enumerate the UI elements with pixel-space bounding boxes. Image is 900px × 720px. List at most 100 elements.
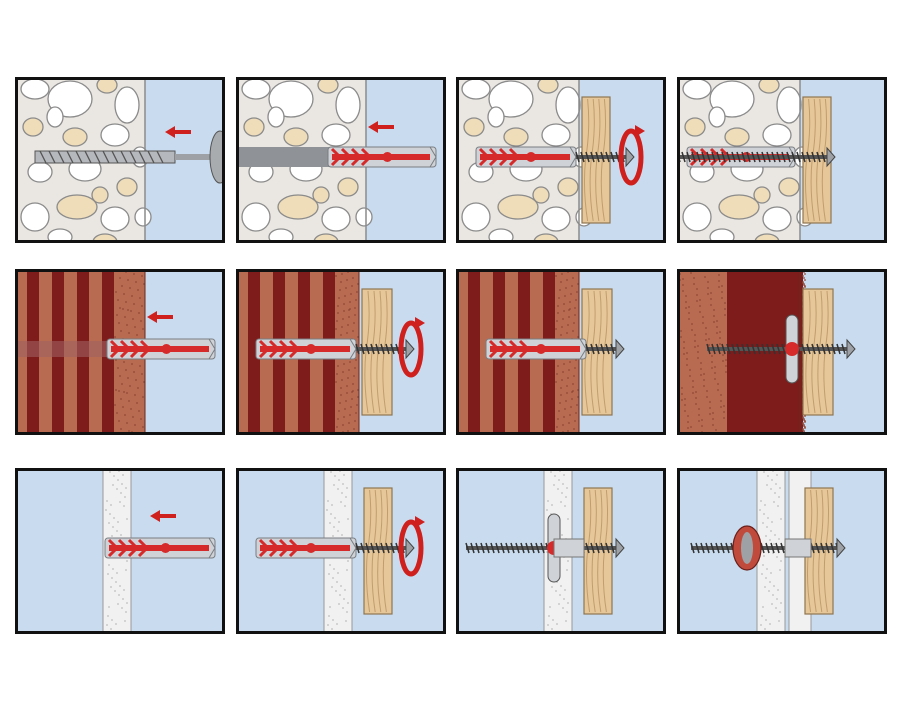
board-speck (341, 534, 343, 536)
board-speck (554, 475, 556, 477)
brick-speck (119, 277, 121, 279)
screw-thread (811, 151, 816, 163)
brick-speck (711, 355, 713, 357)
screw-thread (731, 151, 736, 163)
board-speck (331, 586, 333, 588)
screw-thread (380, 343, 385, 355)
brick-speck (711, 367, 713, 369)
brick-speck (560, 281, 562, 283)
board-speck (335, 590, 337, 592)
brick-speck (121, 383, 123, 385)
panel-frame (15, 269, 225, 435)
screw-thread (716, 343, 721, 355)
rotate-arrow-head (415, 317, 425, 329)
board-speck (340, 585, 342, 587)
brick-speck (718, 280, 720, 282)
brick-speck (707, 281, 709, 283)
brick-speck (563, 303, 565, 305)
board-speck (563, 598, 565, 600)
brick-speck (115, 389, 117, 391)
board-speck (343, 474, 345, 476)
pebble (463, 117, 485, 137)
drill-flute (66, 150, 74, 164)
screw-thread (751, 151, 756, 163)
screw-thread (811, 343, 816, 355)
board-speck (767, 475, 769, 477)
board-speck (562, 607, 564, 609)
pebble (321, 206, 351, 232)
brick-speck (114, 404, 116, 406)
screw-thread (736, 151, 741, 163)
screw-thread (695, 542, 700, 554)
brick-speck (337, 418, 339, 420)
brick-speck (120, 330, 122, 332)
screw-thread (760, 542, 765, 554)
dowel-node (161, 344, 172, 354)
brick-speck (706, 396, 708, 398)
drill-flute (75, 150, 83, 164)
screw-head (615, 537, 625, 559)
brick-speck (124, 414, 126, 416)
board-speck (106, 500, 108, 502)
pebble (355, 207, 373, 227)
screw-thread (500, 542, 505, 554)
panel-frame (456, 468, 666, 634)
board-speck (333, 484, 335, 486)
brick-speck (572, 330, 574, 332)
pebble (555, 86, 581, 124)
brick-speck (348, 316, 350, 318)
push-arrow-shape (147, 311, 173, 323)
board-speck (338, 603, 340, 605)
board-speck (759, 509, 761, 511)
rotate-arrow-head (415, 516, 425, 528)
brick-speck (123, 293, 125, 295)
board-speck (562, 483, 564, 485)
brick-speck (132, 318, 134, 320)
brick-speck (335, 328, 337, 330)
brick-speck (141, 373, 143, 375)
screw-head (846, 338, 856, 360)
pebble (497, 194, 539, 220)
screw-thread (480, 542, 485, 554)
brick-speck (568, 369, 570, 371)
wood-board (361, 288, 393, 416)
board-speck (330, 513, 332, 515)
board-speck (558, 603, 560, 605)
board-speck (773, 543, 775, 545)
brick-speck (339, 289, 341, 291)
screw-thread (776, 343, 781, 355)
brick-speck (115, 291, 117, 293)
screw-thread (751, 343, 756, 355)
brick-speck (561, 326, 563, 328)
brick-speck (683, 347, 685, 349)
dowel (255, 338, 357, 360)
brick-speck (716, 320, 718, 322)
board-speck (546, 509, 548, 511)
screw-thread (690, 542, 695, 554)
board-speck (775, 607, 777, 609)
screw-thread (715, 542, 720, 554)
board-speck (113, 475, 115, 477)
brick-speck (709, 407, 711, 409)
brick-speck (128, 332, 130, 334)
board-speck (116, 488, 118, 490)
board-speck (106, 624, 108, 626)
brick-speck (357, 283, 359, 285)
board-speck (765, 619, 767, 621)
brick-speck (140, 320, 142, 322)
board-speck (770, 488, 772, 490)
brick-speck (700, 362, 702, 364)
brick-speck (708, 344, 710, 346)
board-speck (560, 501, 562, 503)
screw-thread (781, 151, 786, 163)
brick-speck (138, 312, 140, 314)
screw-thread (360, 542, 365, 554)
screw-thread (771, 151, 776, 163)
wood-fill (802, 288, 834, 416)
brick-speck (338, 297, 340, 299)
panel-plasterboard-insert-dowel (15, 468, 225, 634)
pebble (22, 117, 44, 137)
brick-speck (565, 287, 567, 289)
brick-speck (357, 389, 359, 391)
brick-speck (141, 275, 143, 277)
